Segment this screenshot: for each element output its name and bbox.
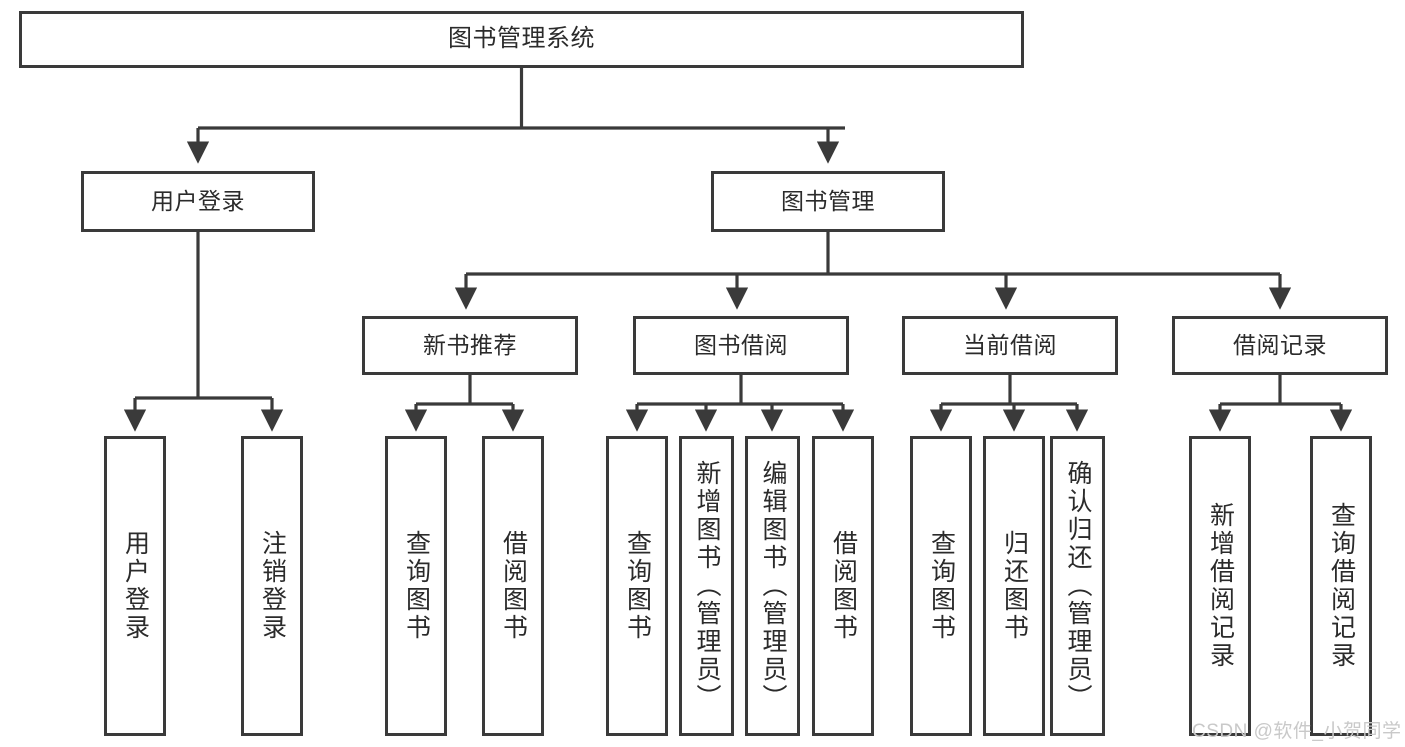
node-label: 图书管理: [781, 187, 875, 214]
node-label: 注销登录: [258, 530, 287, 642]
node-book-manage[interactable]: 图书管理: [711, 171, 945, 232]
node-leaf-return-book[interactable]: 归还图书: [983, 436, 1045, 736]
node-leaf-user-login[interactable]: 用户登录: [104, 436, 166, 736]
node-leaf-borrow-book-2[interactable]: 借阅图书: [812, 436, 874, 736]
node-user-login[interactable]: 用户登录: [81, 171, 315, 232]
node-label: 归还图书: [1000, 530, 1029, 642]
node-leaf-confirm-return-admin[interactable]: 确认归还（管理员）: [1050, 436, 1105, 736]
node-label: 查询借阅记录: [1327, 502, 1356, 670]
node-leaf-edit-book-admin[interactable]: 编辑图书（管理员）: [745, 436, 800, 736]
node-borrow-record[interactable]: 借阅记录: [1172, 316, 1388, 375]
node-leaf-query-book-2[interactable]: 查询图书: [606, 436, 668, 736]
node-label: 图书管理系统: [448, 25, 595, 53]
node-label: 用户登录: [151, 187, 245, 214]
node-label: 新书推荐: [423, 331, 517, 358]
node-current-borrow[interactable]: 当前借阅: [902, 316, 1118, 375]
node-label: 确认归还（管理员）: [1064, 460, 1092, 712]
node-leaf-query-borrow-record[interactable]: 查询借阅记录: [1310, 436, 1372, 736]
node-label: 借阅记录: [1233, 331, 1327, 358]
node-leaf-query-book-3[interactable]: 查询图书: [910, 436, 972, 736]
node-label: 用户登录: [121, 530, 150, 642]
node-leaf-add-borrow-record[interactable]: 新增借阅记录: [1189, 436, 1251, 736]
node-label: 查询图书: [402, 530, 431, 642]
node-label: 图书借阅: [694, 331, 788, 358]
node-leaf-logout[interactable]: 注销登录: [241, 436, 303, 736]
node-new-book-rec[interactable]: 新书推荐: [362, 316, 578, 375]
node-label: 当前借阅: [963, 331, 1057, 358]
node-label: 新增图书（管理员）: [693, 460, 721, 712]
node-book-borrow[interactable]: 图书借阅: [633, 316, 849, 375]
node-leaf-add-book-admin[interactable]: 新增图书（管理员）: [679, 436, 734, 736]
node-label: 借阅图书: [829, 530, 858, 642]
node-label: 查询图书: [927, 530, 956, 642]
csdn-watermark: CSDN @软件_小贺同学: [1192, 721, 1402, 742]
node-label: 新增借阅记录: [1206, 502, 1235, 670]
node-label: 查询图书: [623, 530, 652, 642]
node-leaf-query-book-1[interactable]: 查询图书: [385, 436, 447, 736]
node-label: 编辑图书（管理员）: [759, 460, 787, 712]
node-root[interactable]: 图书管理系统: [19, 11, 1024, 68]
node-leaf-borrow-book-1[interactable]: 借阅图书: [482, 436, 544, 736]
node-label: 借阅图书: [499, 530, 528, 642]
